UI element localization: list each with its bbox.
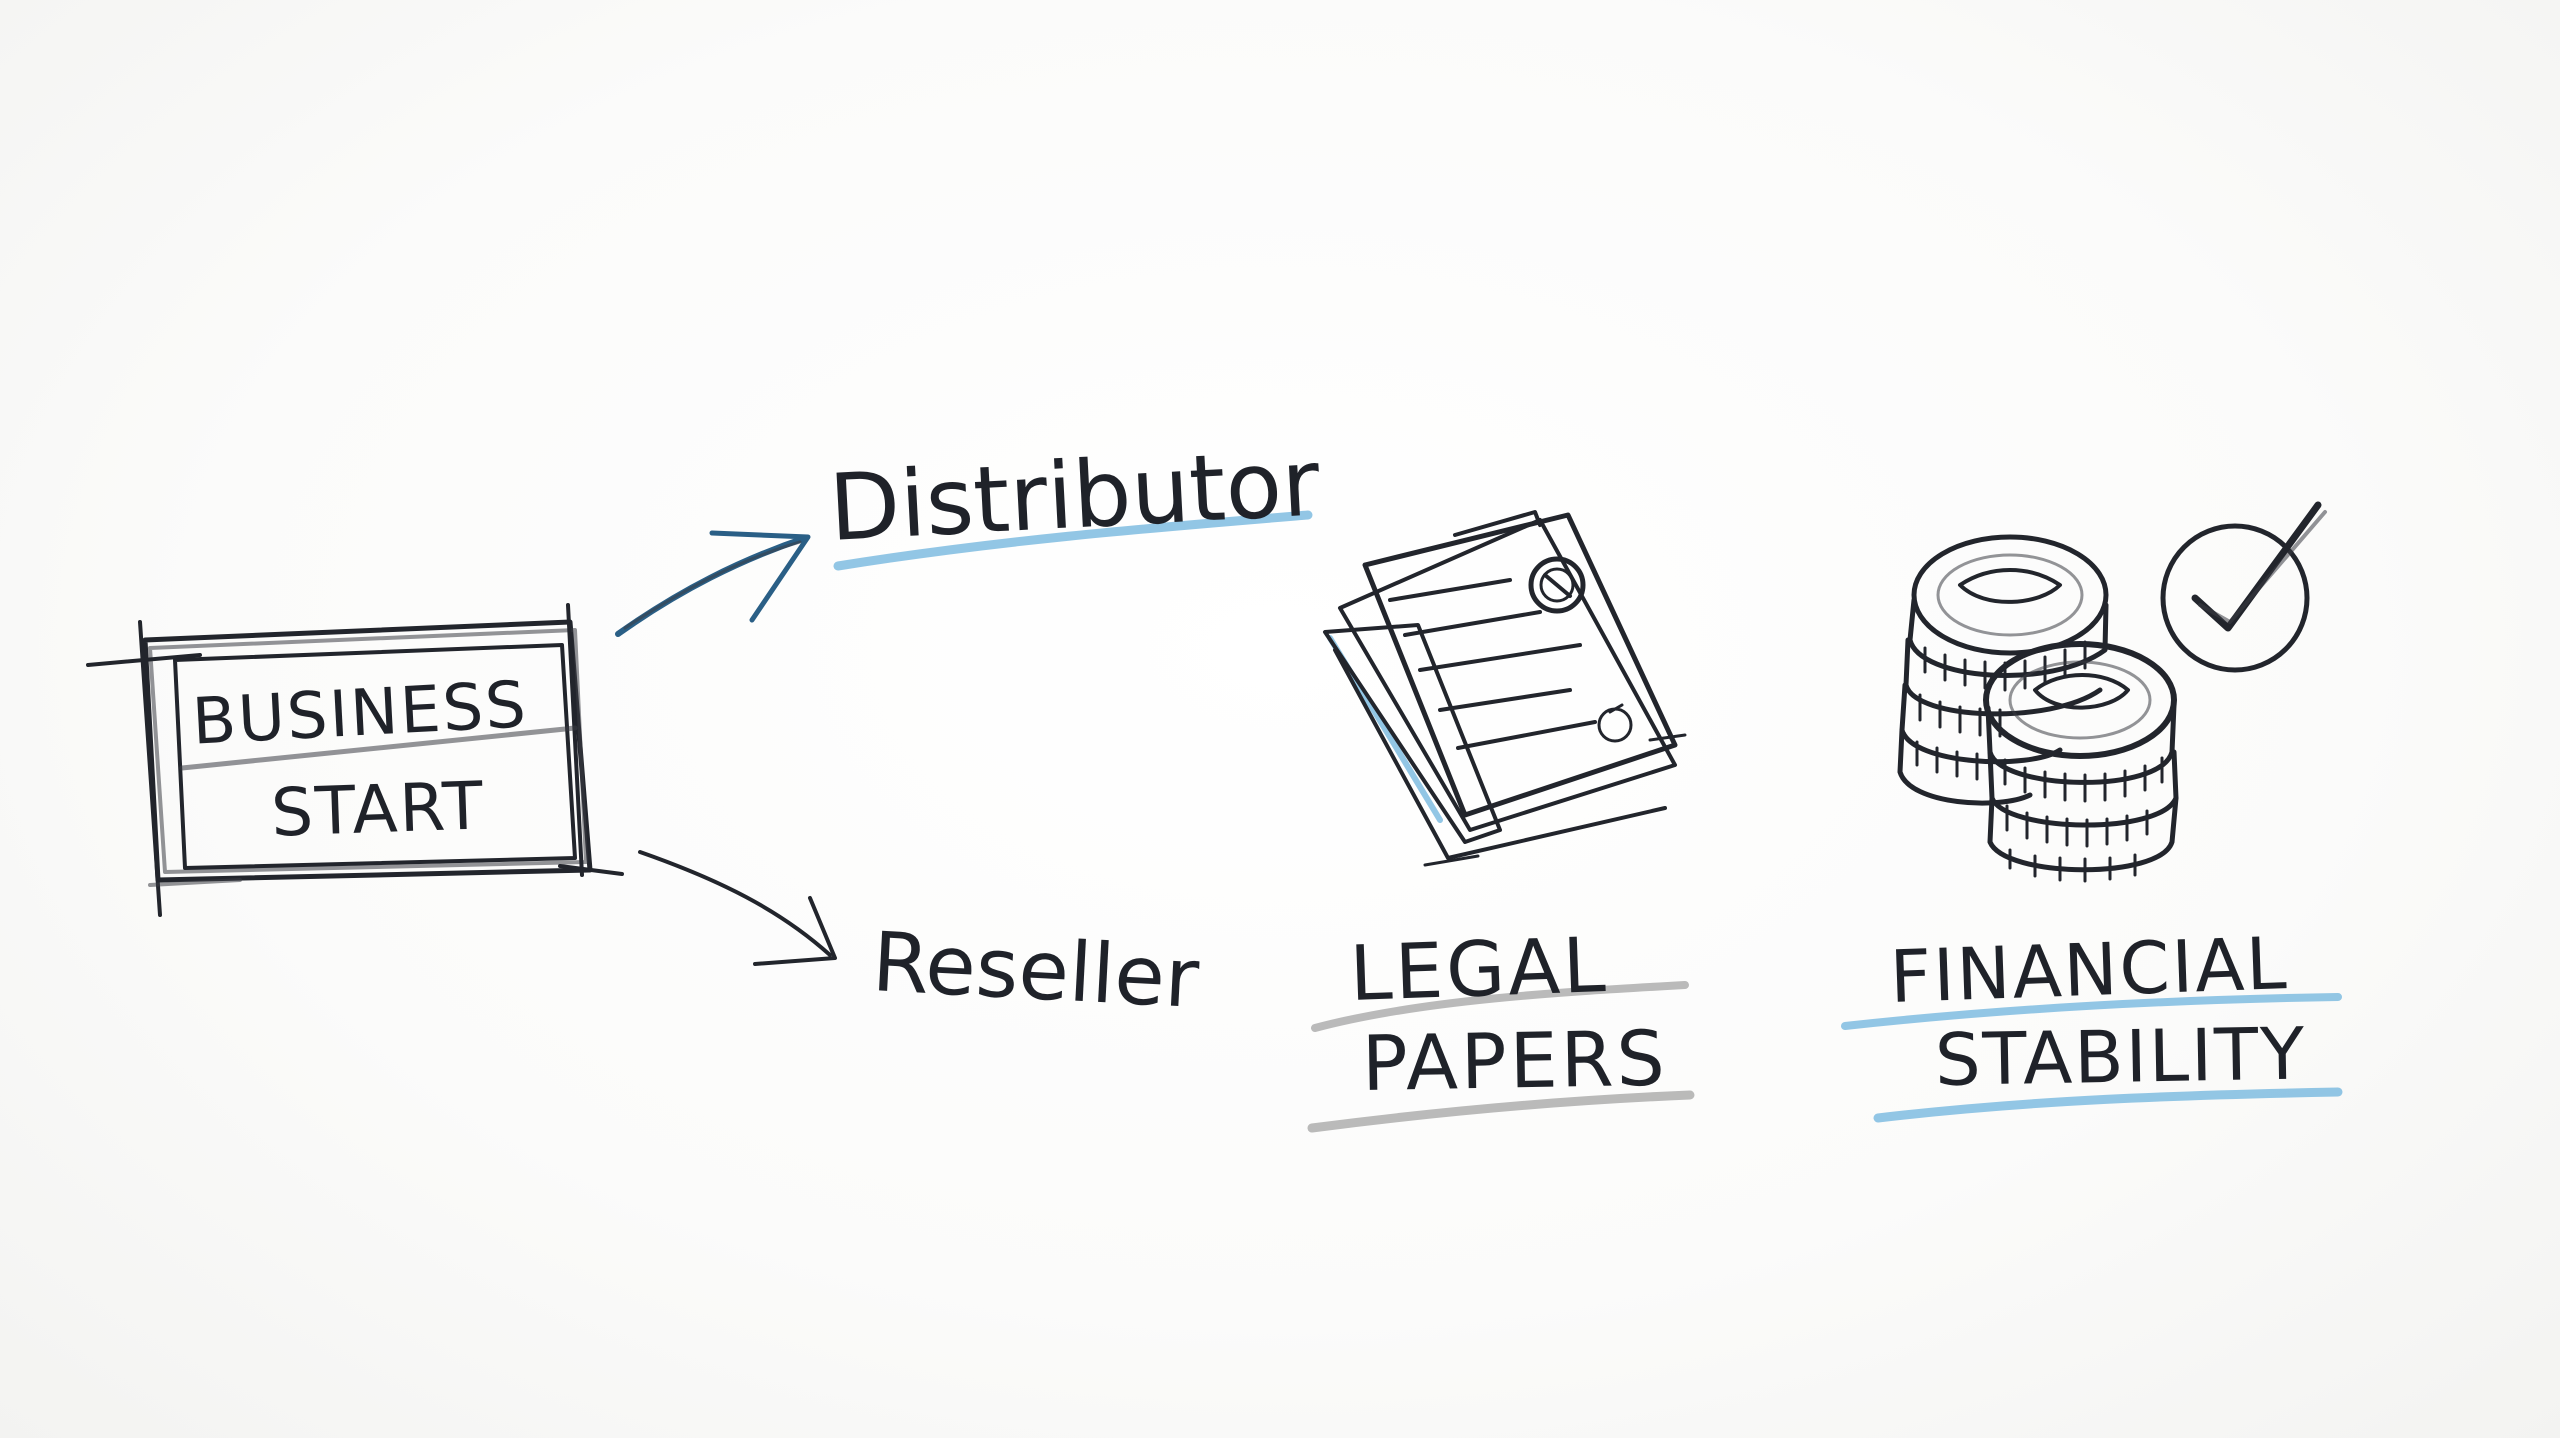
financial-stability-label-group: FINANCIAL STABILITY [1841,921,2343,1123]
business-start-line2: START [270,767,486,851]
checkmark-circle-icon [2160,501,2327,673]
arrow-to-reseller [638,850,837,966]
arrow-to-distributor [615,530,811,637]
financial-stability-line2: STABILITY [1934,1012,2307,1102]
legal-papers-line1: LEGAL [1348,920,1610,1018]
business-start-line1: BUSINESS [190,668,529,759]
distributor-label: Distributor [827,429,1323,562]
legal-papers-label-group: LEGAL PAPERS [1307,920,1695,1133]
legal-documents-icon [1323,510,1687,867]
financial-stability-line1: FINANCIAL [1888,921,2289,1019]
coin-stack-icon [1897,534,2179,883]
distributor-label-group: Distributor [827,429,1323,571]
reseller-label-group: Reseller [870,915,1201,1027]
reseller-label: Reseller [870,915,1201,1027]
business-start-box: BUSINESS START [86,603,624,917]
legal-papers-line2: PAPERS [1361,1014,1668,1108]
